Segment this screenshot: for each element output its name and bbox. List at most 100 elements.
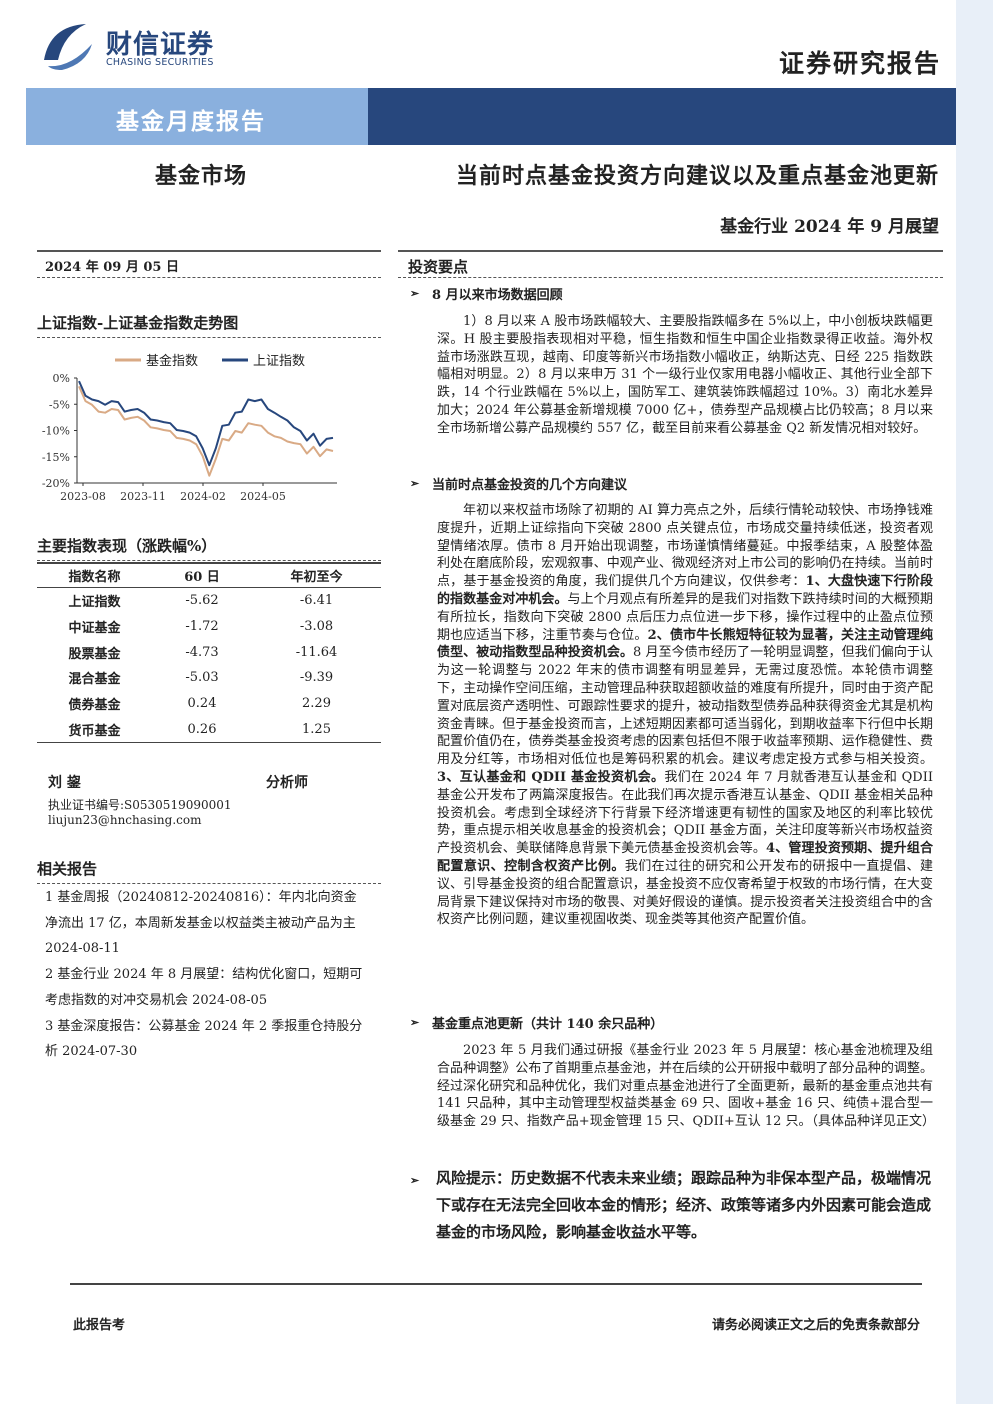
table-cell: -9.39: [299, 670, 334, 686]
sector-label: 基金市场: [155, 163, 248, 189]
paragraph-text: 我们在过往的研究和公开发布的研报中一直提倡、建议、引导基金投资的组合配置意识，基…: [437, 858, 933, 928]
related-report-item[interactable]: 1 基金周报（20240812-20240816）：年内北向资金净流出 17 亿…: [45, 890, 357, 957]
table-cell: 0.24: [187, 696, 217, 712]
arrow-bullet-icon: ➢: [410, 477, 420, 490]
legend-label: 基金指数: [146, 353, 198, 369]
related-report-item[interactable]: 3 基金深度报告：公募基金 2024 年 2 季报重仓持股分析 2024-07-…: [45, 1018, 363, 1060]
table-cell: -1.72: [185, 619, 219, 635]
table-cell: 债券基金: [68, 698, 121, 714]
bullet-heading-3: ➢ 基金重点池更新（共计 140 余只品种）: [410, 1013, 663, 1032]
fund-pool-paragraph: 2023 年 5 月我们通过研报《基金行业 2023 年 5 月展望：核心基金池…: [437, 1043, 936, 1130]
analyst-email[interactable]: liujun23@hnchasing.com: [48, 813, 202, 827]
report-category: 基金月度报告: [116, 108, 266, 135]
related-reports-list: 1 基金周报（20240812-20240816）：年内北向资金净流出 17 亿…: [45, 885, 365, 1065]
suggestion-2: 2、债市牛长熊短特征较为显著，关注主动管理纯债型、被动指数型品种投资机会。: [437, 627, 933, 661]
investment-suggestions-paragraph: 年初以来权益市场除了初期的 AI 算力亮点之外，后续行情轮动较快、市场挣钱难度提…: [437, 502, 933, 929]
table-cell: 混合基金: [68, 672, 121, 688]
footer-rule: [70, 1283, 922, 1285]
x-tick-label: 2024-02: [180, 490, 226, 503]
bullet-heading-text: 当前时点基金投资的几个方向建议: [432, 478, 628, 493]
analyst-certificate: 执业证书编号:S0530519090001: [48, 798, 232, 812]
risk-warning: ➢ 风险提示：历史数据不代表未来业绩；跟踪品种为非保本型产品，极端情况下或存在无…: [410, 1165, 940, 1246]
arrow-bullet-icon: ➢: [410, 1174, 420, 1187]
table-header-cell: 年初至今: [290, 570, 343, 585]
y-tick-label: -15%: [42, 451, 70, 464]
paragraph-text: 年初以来权益市场除了初期的 AI 算力亮点之外，后续行情轮动较快、市场挣钱难度提…: [437, 503, 933, 590]
x-tick-label: 2024-05: [240, 490, 286, 503]
suggestion-3: 3、互认基金和 QDII 基金投资机会。: [437, 769, 665, 785]
table-cell: 1.25: [302, 721, 331, 737]
company-logo: 财信证券 CHASING SECURITIES: [40, 20, 240, 75]
bullet-heading-text: 8 月以来市场数据回顾: [432, 288, 563, 303]
arrow-bullet-icon: ➢: [410, 287, 420, 300]
y-tick-label: -5%: [49, 398, 70, 411]
series-line-1: [78, 380, 334, 467]
table-cell: 货币基金: [68, 723, 121, 739]
y-tick-label: -10%: [42, 425, 70, 438]
table-row: 货币基金 0.26 1.25: [37, 716, 381, 742]
table-cell: -3.08: [299, 619, 334, 635]
bullet-heading-text: 基金重点池更新（共计 140 余只品种）: [432, 1017, 664, 1032]
index-performance-table: 指数名称 60 日 年初至今 上证指数 -5.62 -6.41 中证基金 -1.72 -…: [37, 562, 381, 744]
table-row: 上证指数 -5.62 -6.41: [37, 588, 381, 614]
suggestion-1: 1、大盘快速下行阶段的指数基金对冲机会。: [437, 574, 933, 607]
logo-mark-icon: [44, 24, 92, 70]
table-row: 债券基金 0.24 2.29: [37, 691, 381, 717]
index-trend-chart: 基金指数 上证指数 0% -5% -10% -15% -20% 2023-08 2023-1…: [42, 353, 337, 503]
table-cell: -5.62: [185, 593, 219, 609]
chart-plot-area: [78, 380, 334, 477]
y-tick-label: 0%: [53, 372, 70, 385]
report-title: 当前时点基金投资方向建议以及重点基金池更新: [455, 163, 939, 189]
table-header-cell: 60 日: [184, 570, 220, 585]
table-row: 股票基金 -4.73 -11.64: [37, 639, 381, 665]
report-subtitle: 基金行业 2024 年 9 月展望: [720, 217, 939, 237]
table-header-cell: 指数名称: [68, 570, 121, 585]
table-title: 主要指数表现（涨跌幅%）: [37, 535, 381, 561]
chart-title: 上证指数-上证基金指数走势图: [37, 312, 381, 338]
chart-legend: 基金指数 上证指数: [115, 353, 305, 369]
chart-x-axis: 2023-08 2023-11 2024-02 2024-05: [60, 482, 337, 503]
related-report-item[interactable]: 2 基金行业 2024 年 8 月展望：结构优化窗口，短期可考虑指数的对冲交易机…: [45, 967, 363, 1008]
table-cell: -6.41: [299, 593, 334, 609]
table-cell: -4.73: [185, 644, 219, 660]
table-header-row: 指数名称 60 日 年初至今: [37, 562, 381, 588]
paragraph-text: 我们在 2024 年 7 月就香港互认基金和 QDII 基金公开发布了两篇深度报…: [437, 769, 934, 857]
paragraph-text: 8 月至今债市经历了一轮明显调整，但我们偏向于认为这一轮调整与 2022 年末的…: [437, 645, 933, 768]
header-banner: 基金月度报告: [26, 88, 956, 145]
logo-english-name: CHASING SECURITIES: [106, 57, 214, 68]
table-row: 中证基金 -1.72 -3.08: [37, 614, 381, 640]
logo-chinese-name: 财信证券: [106, 30, 215, 60]
table-cell: 上证指数: [68, 595, 121, 611]
table-cell: 2.29: [302, 696, 331, 712]
x-tick-label: 2023-08: [60, 490, 106, 503]
legend-label: 上证指数: [253, 354, 305, 369]
suggestion-4: 4、管理投资预期、提升组合配置意识、控制含权资产比例。: [437, 841, 933, 874]
table-row: 混合基金 -5.03 -9.39: [37, 665, 381, 691]
investment-highlights-title: 投资要点: [398, 250, 943, 278]
series-line-0: [78, 385, 334, 477]
table-cell: 0.26: [187, 721, 217, 737]
market-review-paragraph: 1）8 月以来 A 股市场跌幅较大、主要股指跌幅多在 5%以上，中小创板块跌幅更…: [437, 314, 933, 436]
analyst-name: 刘 鋆: [48, 775, 81, 791]
table-cell: -11.64: [295, 644, 338, 660]
right-margin-strip: [956, 0, 993, 1404]
y-tick-label: -20%: [42, 477, 70, 490]
footer-disclaimer-note: 请务必阅读正文之后的免责条款部分: [711, 1318, 920, 1333]
table-cell: 股票基金: [68, 646, 121, 662]
related-reports-title: 相关报告: [37, 858, 381, 884]
table-cell: -5.03: [185, 670, 219, 686]
table-bottom-rule: [37, 742, 381, 744]
analyst-role: 分析师: [266, 775, 308, 791]
risk-warning-text: 风险提示：历史数据不代表未来业绩；跟踪品种为非保本型产品，极端情况下或存在无法完…: [436, 1169, 932, 1241]
paragraph-text: 与上个月观点有所差异的是我们对指数下跌持续时间的大概预期有所拉长，指数向下突破 …: [437, 591, 933, 643]
footer-left-text: 此报告考: [73, 1318, 126, 1333]
document-type: 证券研究报告: [778, 49, 941, 78]
table-cell: 中证基金: [68, 621, 121, 637]
banner-tab: 基金月度报告: [26, 88, 368, 145]
report-date: 2024 年 09 月 05 日: [37, 250, 381, 278]
x-tick-label: 2023-11: [120, 490, 166, 503]
bullet-heading-1: ➢ 8 月以来市场数据回顾: [410, 284, 563, 303]
arrow-bullet-icon: ➢: [410, 1016, 420, 1029]
bullet-heading-2: ➢ 当前时点基金投资的几个方向建议: [410, 474, 627, 493]
chart-y-axis: 0% -5% -10% -15% -20%: [42, 372, 78, 490]
